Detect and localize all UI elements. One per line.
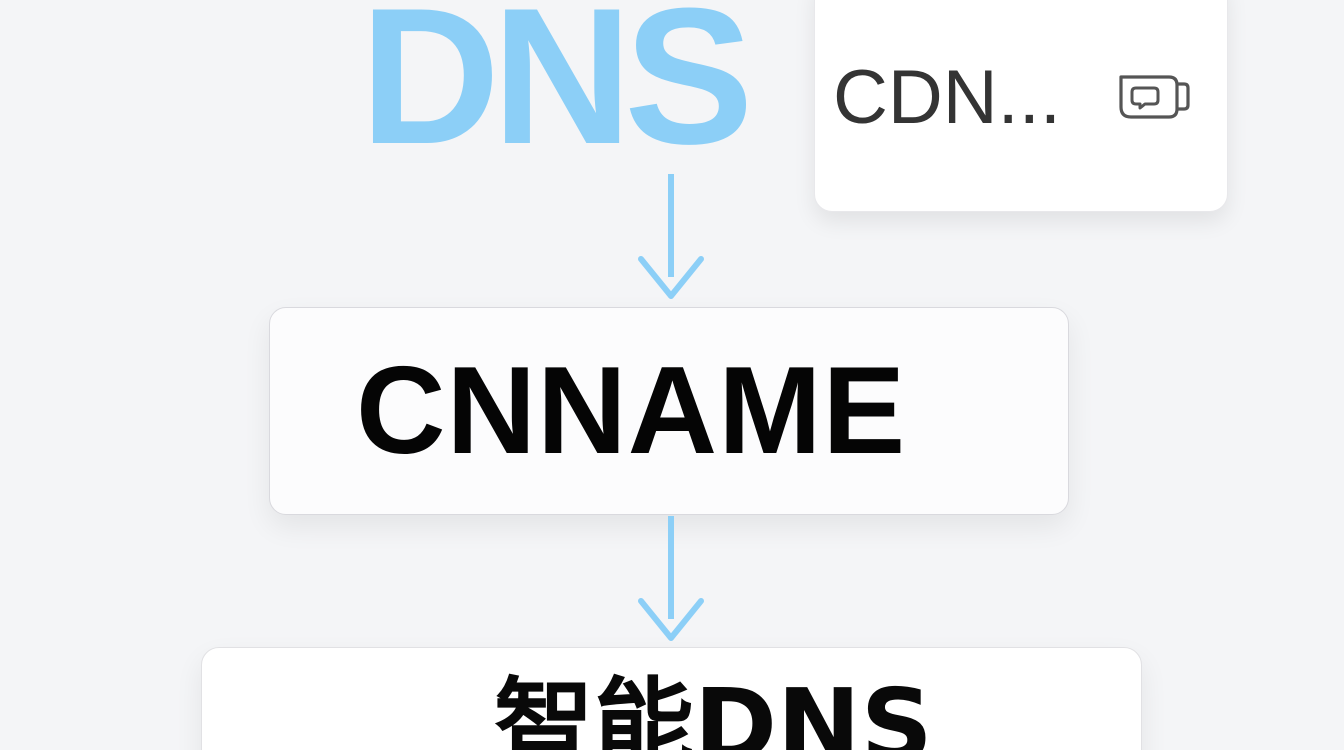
cdn-label: CDN... <box>833 55 1061 140</box>
cdn-card: CDN... <box>814 0 1228 212</box>
smart-dns-label: 智能DNS <box>494 667 933 750</box>
down-arrow-icon <box>638 174 704 299</box>
cname-label: CNNAME <box>356 342 907 480</box>
smart-dns-card: 智能DNS <box>201 647 1142 750</box>
chat-bubble-icon <box>1119 75 1190 119</box>
dns-title: DNS <box>360 0 754 185</box>
down-arrow-icon <box>638 516 704 641</box>
cname-card: CNNAME <box>269 307 1069 515</box>
